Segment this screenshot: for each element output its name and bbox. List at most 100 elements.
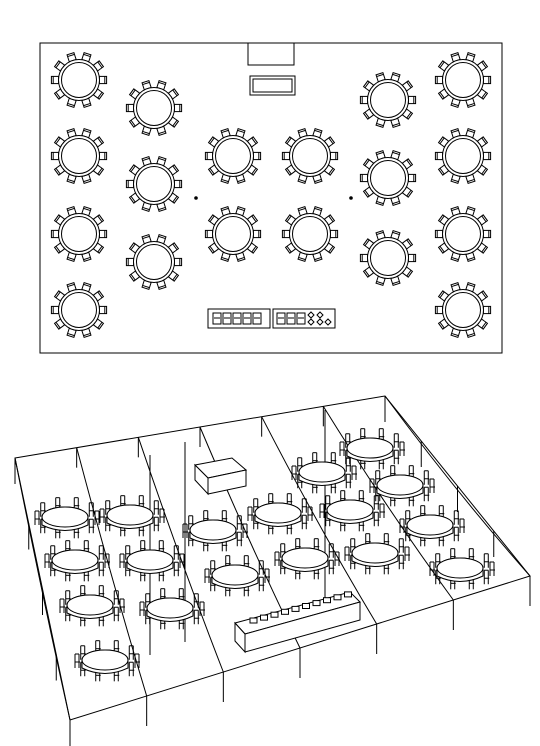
buffet-dish-icon (260, 614, 268, 621)
chair-icon (173, 179, 183, 189)
chair-icon (220, 173, 231, 184)
round-table (50, 206, 108, 262)
buffet-bowl-icon (324, 318, 332, 326)
chair-icon (301, 498, 308, 513)
round-table (50, 128, 108, 184)
chair-icon (134, 653, 140, 668)
chair-icon (453, 526, 460, 542)
chair-icon (465, 206, 476, 217)
chair-icon (476, 88, 489, 100)
chair-icon (94, 510, 100, 525)
buffet-dish-icon (222, 312, 232, 325)
chair-icon (482, 75, 492, 85)
chair-icon (399, 441, 405, 456)
round-table (274, 538, 340, 580)
chair-icon (125, 103, 135, 113)
chair-icon (297, 173, 308, 184)
chair-icon (312, 251, 323, 262)
chair-icon (359, 95, 369, 105)
chair-icon (390, 117, 401, 128)
chair-icon (66, 52, 77, 63)
buffet-dish-icon (344, 591, 352, 598)
perspective-view (14, 395, 531, 746)
chair-icon (98, 151, 108, 161)
chair-icon (139, 601, 145, 616)
chair-icon (252, 229, 262, 239)
chair-icon (50, 229, 60, 239)
chair-icon (453, 510, 460, 525)
chair-icon (334, 551, 340, 566)
chair-icon (407, 173, 417, 183)
chair-icon (329, 229, 339, 239)
chair-icon (193, 609, 200, 625)
chair-icon (373, 495, 380, 510)
chair-icon (434, 75, 444, 85)
buffet-dish-icon (242, 312, 252, 325)
buffet-bowl-icon (316, 318, 324, 326)
chair-icon (434, 305, 444, 315)
chair-icon (429, 478, 435, 493)
chair-icon (312, 206, 323, 217)
chair-icon (204, 568, 210, 583)
chair-icon (329, 151, 339, 161)
chair-icon (235, 173, 246, 184)
chair-icon (34, 510, 40, 525)
chair-icon (235, 128, 246, 139)
buffet-dish-icon (232, 312, 242, 325)
chair-icon (204, 151, 214, 161)
round-table (119, 540, 185, 582)
chair-icon (398, 538, 405, 553)
chair-icon (153, 516, 160, 532)
chair-icon (359, 173, 369, 183)
round-table (434, 282, 492, 338)
chair-icon (393, 449, 400, 465)
chair-icon (399, 518, 405, 533)
chair-icon (81, 327, 92, 338)
chair-icon (328, 543, 335, 558)
round-table (182, 510, 248, 552)
chair-icon (434, 229, 444, 239)
round-table (359, 230, 417, 286)
buffet-bowl-icon (307, 318, 315, 326)
chair-icon (345, 473, 352, 489)
chair-icon (281, 229, 291, 239)
chair-icon (434, 151, 444, 161)
chair-icon (375, 72, 386, 83)
chair-icon (429, 561, 435, 576)
round-table (344, 533, 410, 575)
chair-icon (404, 546, 410, 561)
chair-icon (291, 465, 297, 480)
chair-icon (50, 75, 60, 85)
chair-icon (153, 500, 160, 515)
chair-icon (204, 229, 214, 239)
tent-pole (194, 196, 198, 200)
chair-icon (99, 508, 105, 523)
chair-icon (159, 508, 165, 523)
chair-icon (483, 569, 490, 585)
chair-icon (423, 486, 430, 502)
chair-icon (482, 305, 492, 315)
chair-icon (98, 229, 108, 239)
round-table (429, 548, 495, 590)
chair-icon (328, 559, 335, 575)
chair-icon (173, 257, 183, 267)
round-table (281, 128, 339, 184)
chair-icon (465, 251, 476, 262)
chair-icon (301, 514, 308, 530)
chair-icon (125, 257, 135, 267)
round-table (50, 282, 108, 338)
chair-icon (369, 478, 375, 493)
chair-icon (482, 229, 492, 239)
chair-icon (242, 523, 248, 538)
round-table (44, 540, 110, 582)
round-table (125, 156, 183, 212)
chair-icon (66, 128, 77, 139)
round-table (125, 234, 183, 290)
round-table (50, 52, 108, 108)
chair-icon (393, 433, 400, 448)
buffet-dish-icon (312, 600, 321, 607)
buffet-dish-icon (302, 603, 310, 609)
round-table (204, 128, 262, 184)
round-table (339, 428, 405, 470)
chair-icon (173, 561, 180, 577)
